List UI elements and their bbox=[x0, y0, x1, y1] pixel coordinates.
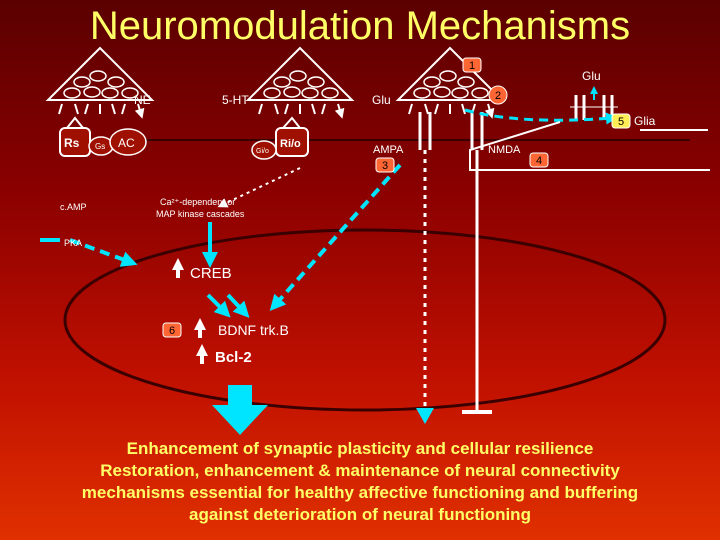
large-down-arrow-icon bbox=[212, 385, 268, 435]
badge-3: 3 bbox=[375, 157, 395, 173]
label-glu-presyn: Glu bbox=[372, 93, 391, 107]
label-ac: AC bbox=[118, 136, 135, 150]
svg-text:3: 3 bbox=[382, 160, 388, 172]
bottom-text-line-4: against deterioration of neural function… bbox=[189, 505, 531, 524]
arrow-5ht-to-cascades bbox=[217, 167, 301, 208]
nucleus-ellipse bbox=[63, 228, 667, 412]
label-bcl2: Bcl-2 bbox=[215, 349, 252, 366]
label-cascade-line2: MAP kinase cascades bbox=[156, 209, 245, 219]
arrow-glu-to-glia bbox=[464, 108, 618, 125]
label-gs: Gs bbox=[95, 142, 105, 151]
arrow-pka-to-creb bbox=[69, 238, 138, 267]
label-bdnf: BDNF trk.B bbox=[218, 322, 289, 338]
presynaptic-neuron-5ht bbox=[245, 46, 355, 114]
up-arrow-icon-creb bbox=[172, 258, 184, 278]
glial-transporter bbox=[570, 86, 618, 120]
nmda-channel bbox=[470, 112, 484, 150]
label-ri-o: Ri/o bbox=[280, 138, 301, 150]
receptor-ri-o bbox=[275, 116, 309, 157]
label-5ht: 5-HT bbox=[222, 93, 249, 107]
slide-title: Neuromodulation Mechanisms bbox=[89, 4, 631, 48]
g-protein-gi-o bbox=[251, 140, 277, 160]
arrow-creb-to-bdnf-b bbox=[226, 293, 250, 318]
badge-2: 2 bbox=[488, 85, 508, 105]
arrow-ampa-to-bdnf bbox=[269, 163, 402, 311]
up-arrow-icon-bdnf bbox=[194, 318, 206, 338]
label-cascade-line1: Ca²⁺-dependent or bbox=[160, 197, 235, 207]
badge-5: 5 bbox=[611, 113, 631, 129]
bottom-text-line-3: mechanisms essential for healthy affecti… bbox=[81, 483, 639, 502]
label-ampa: AMPA bbox=[373, 144, 404, 156]
svg-text:1: 1 bbox=[469, 60, 475, 72]
up-arrow-icon-bcl2 bbox=[196, 344, 208, 364]
svg-text:4: 4 bbox=[536, 155, 542, 167]
presynaptic-neuron-glu bbox=[395, 46, 505, 114]
presynaptic-neuron-ne bbox=[45, 46, 155, 114]
label-creb: CREB bbox=[190, 265, 232, 282]
label-gi-o: Gi/o bbox=[256, 148, 269, 155]
adenylyl-cyclase bbox=[109, 128, 147, 156]
arrow-creb-to-bdnf-a bbox=[206, 293, 231, 318]
label-pka: PKA bbox=[64, 238, 82, 248]
label-glia: Glia bbox=[634, 114, 656, 128]
label-glu-glia: Glu bbox=[582, 69, 601, 83]
svg-text:6: 6 bbox=[169, 325, 175, 337]
bottom-text-line-2: Restoration, enhancement & maintenance o… bbox=[100, 461, 620, 480]
badge-4: 4 bbox=[529, 152, 549, 168]
svg-text:5: 5 bbox=[618, 116, 624, 128]
label-rs: Rs bbox=[64, 136, 80, 150]
ampa-down-arrowhead bbox=[416, 408, 434, 424]
badge-1: 1 bbox=[462, 57, 482, 73]
badge-6: 6 bbox=[162, 322, 182, 338]
cell-outline-right bbox=[469, 121, 710, 171]
label-nmda: NMDA bbox=[488, 144, 521, 156]
svg-text:2: 2 bbox=[495, 90, 501, 102]
ampa-channel bbox=[418, 112, 432, 150]
label-camp: c.AMP bbox=[60, 202, 87, 212]
label-ne: NE bbox=[134, 93, 151, 107]
bottom-text-line-1: Enhancement of synaptic plasticity and c… bbox=[126, 439, 594, 458]
